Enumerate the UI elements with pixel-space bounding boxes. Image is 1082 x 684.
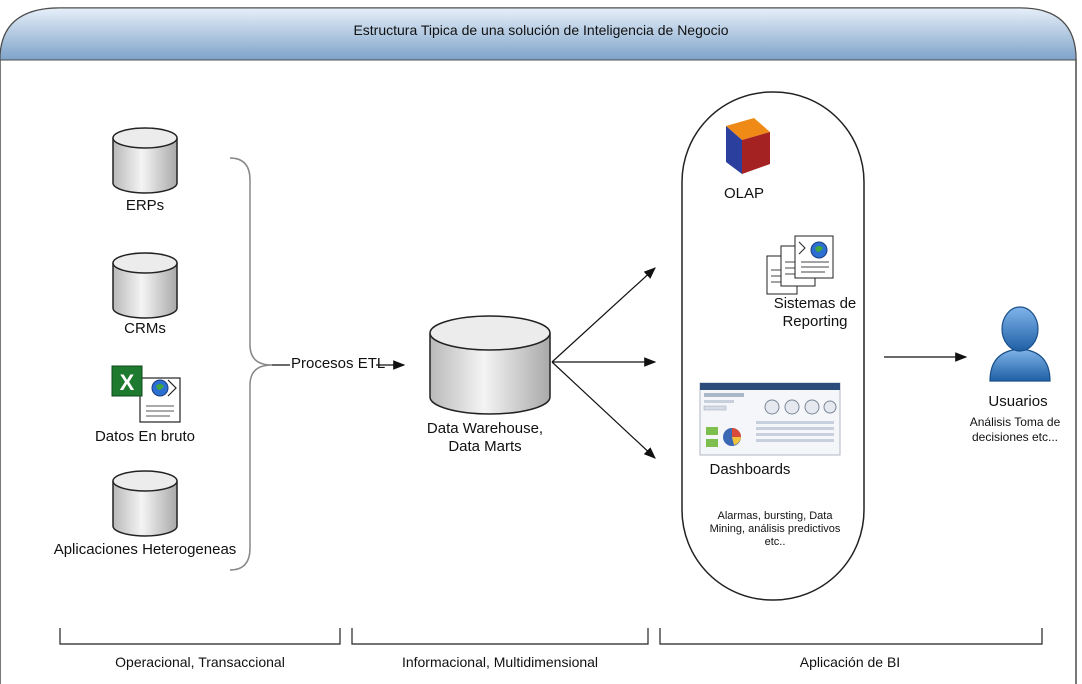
- warehouse-label: Data Warehouse, Data Marts: [380, 420, 590, 456]
- apps-database-icon: [112, 470, 178, 537]
- erps-database-icon: [112, 127, 178, 194]
- bi-apps-container: [681, 91, 865, 601]
- warehouse-database-icon: [429, 315, 551, 415]
- crms-label: CRMs: [124, 320, 166, 337]
- warehouse-label-line2: Data Marts: [448, 438, 522, 455]
- users-label: Usuarios: [988, 393, 1048, 410]
- apps-label: Aplicaciones Heterogeneas: [53, 541, 237, 558]
- reporting-label: Sistemas de Reporting: [740, 295, 890, 331]
- bi-bracket: [659, 628, 1043, 645]
- users-subtitle: Análisis Toma de decisiones etc...: [969, 415, 1061, 444]
- reporting-label-line2: Reporting: [782, 313, 848, 330]
- arrow-to-dashboards: [551, 361, 656, 459]
- title-bar: [0, 7, 1077, 61]
- extras-label: Alarmas, bursting, Data Mining, análisis…: [709, 510, 841, 548]
- reporting-label-line1: Sistemas de: [773, 295, 857, 312]
- olap-label: OLAP: [723, 185, 765, 202]
- bi-layer-label: Aplicación de BI: [799, 654, 901, 670]
- svg-text:X: X: [120, 370, 135, 395]
- page-title: Estructura Tipica de una solución de Int…: [353, 22, 729, 38]
- crms-database-icon: [112, 252, 178, 319]
- dashboard-screenshot: [699, 382, 841, 456]
- raw-data-label: Datos En bruto: [94, 428, 196, 445]
- operational-layer-label: Operacional, Transaccional: [115, 654, 285, 670]
- report-icon: [766, 235, 834, 295]
- operational-bracket: [59, 628, 341, 645]
- informational-bracket: [351, 628, 649, 645]
- cube-icon: [726, 118, 770, 174]
- dashboards-label: Dashboards: [709, 461, 791, 478]
- informational-layer-label: Informacional, Multidimensional: [401, 654, 599, 670]
- warehouse-label-line1: Data Warehouse,: [426, 420, 544, 437]
- arrow-to-olap: [551, 267, 656, 363]
- etl-label: Procesos ETL: [291, 355, 386, 372]
- excel-icon: X: [111, 365, 181, 423]
- erps-label: ERPs: [125, 197, 165, 214]
- user-icon: [989, 306, 1051, 382]
